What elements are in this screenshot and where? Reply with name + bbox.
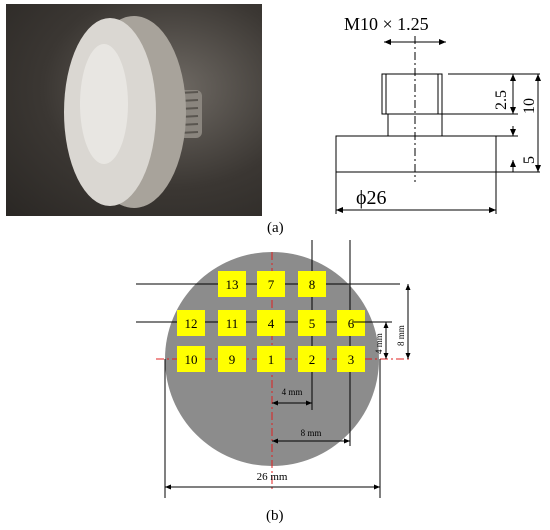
sample-square bbox=[218, 346, 246, 372]
square-label: 10 bbox=[185, 352, 198, 367]
dim-head-length: 5 bbox=[521, 156, 538, 164]
dim-4mm-h: 4 mm bbox=[282, 387, 303, 397]
thread-label: M10 × 1.25 bbox=[344, 14, 429, 34]
sample-square bbox=[298, 346, 326, 372]
screw-photo bbox=[6, 4, 262, 216]
square-label: 4 bbox=[268, 316, 275, 331]
sample-square bbox=[298, 271, 326, 297]
square-label: 11 bbox=[226, 316, 239, 331]
square-label: 7 bbox=[268, 277, 275, 292]
square-label: 12 bbox=[185, 316, 198, 331]
dim-thread-length: 2.5 bbox=[493, 90, 510, 110]
face-highlight bbox=[80, 44, 128, 164]
dim-diameter: ϕ26 bbox=[356, 187, 387, 209]
sample-square bbox=[337, 310, 365, 336]
dim-total-length: 10 bbox=[521, 98, 538, 114]
thread-outline bbox=[381, 73, 443, 115]
square-label: 1 bbox=[268, 352, 275, 367]
sample-map: 13 7 8 12 11 4 5 6 10 9 1 2 3 4 mm 8 mm … bbox=[136, 240, 411, 498]
sample-square bbox=[337, 346, 365, 372]
head-outline bbox=[335, 135, 497, 173]
square-labels: 13 7 8 12 11 4 5 6 10 9 1 2 3 bbox=[185, 277, 355, 367]
caption-b: (b) bbox=[266, 508, 284, 524]
square-label: 3 bbox=[348, 352, 355, 367]
dim-8mm-v: 8 mm bbox=[396, 325, 406, 346]
sample-square bbox=[218, 271, 246, 297]
caption-a: (a) bbox=[267, 220, 284, 236]
square-label: 6 bbox=[348, 316, 355, 331]
sample-square bbox=[218, 310, 246, 336]
square-label: 8 bbox=[309, 277, 316, 292]
dim-4mm-v: 4 mm bbox=[374, 333, 384, 354]
technical-drawing: M10 × 1.25 2.5 10 5 ϕ26 bbox=[335, 14, 541, 214]
square-label: 9 bbox=[229, 352, 236, 367]
screw-photo-drawing bbox=[64, 16, 202, 208]
sample-square bbox=[257, 271, 285, 297]
sample-square bbox=[177, 346, 205, 372]
square-grid bbox=[177, 271, 365, 372]
sample-square bbox=[298, 310, 326, 336]
sample-square bbox=[257, 346, 285, 372]
square-label: 5 bbox=[309, 316, 316, 331]
square-label: 2 bbox=[309, 352, 316, 367]
dim-8mm-h: 8 mm bbox=[301, 428, 322, 438]
sample-square bbox=[177, 310, 205, 336]
dim-26mm: 26 mm bbox=[257, 471, 288, 483]
sample-square bbox=[257, 310, 285, 336]
square-label: 13 bbox=[226, 277, 239, 292]
